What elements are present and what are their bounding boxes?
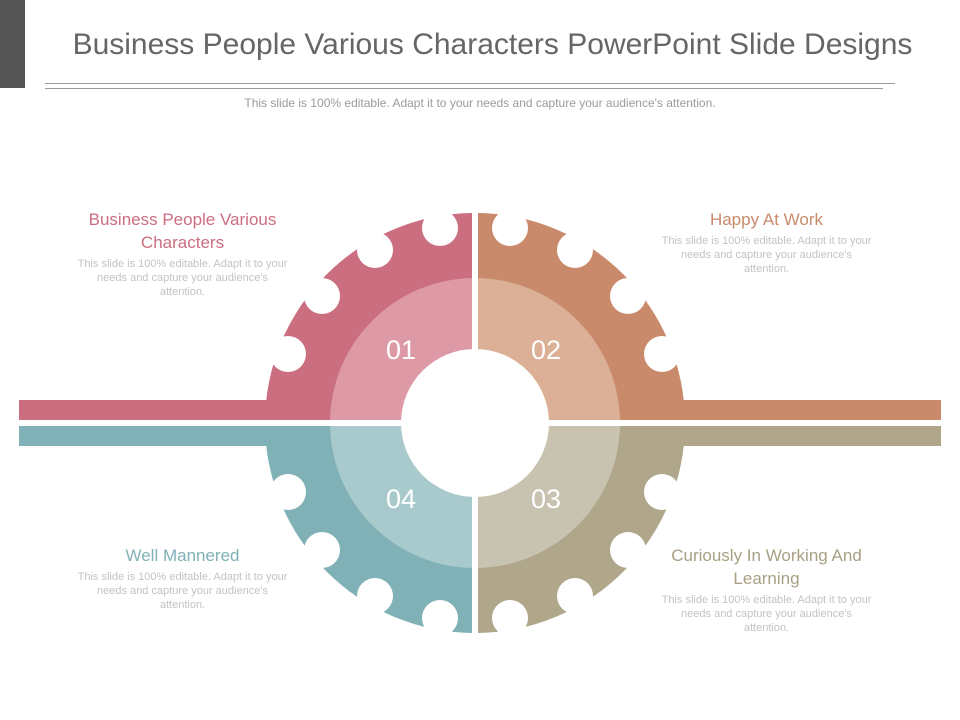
page-title: Business People Various Characters Power… [72,28,913,61]
segment-number-04: 04 [386,484,416,514]
title-rule-bottom [45,88,883,89]
heading-02: Happy At Work [709,210,824,229]
page-subtitle: This slide is 100% editable. Adapt it to… [244,96,716,110]
text-block-01: Business People Various Characters This … [65,208,300,299]
title-rule-top [45,83,895,84]
corner-accent-bar [0,0,25,88]
segment-number-01: 01 [386,335,416,365]
description-03: This slide is 100% editable. Adapt it to… [661,594,872,634]
text-block-03: Curiously In Working And Learning This s… [649,544,884,635]
description-02: This slide is 100% editable. Adapt it to… [661,235,872,275]
heading-04: Well Mannered [125,546,240,565]
text-block-02: Happy At Work This slide is 100% editabl… [649,208,884,276]
segment-number-03: 03 [531,484,561,514]
heading-01: Business People Various Characters [88,210,277,252]
text-block-04: Well Mannered This slide is 100% editabl… [65,544,300,612]
description-04: This slide is 100% editable. Adapt it to… [77,571,288,611]
segment-number-02: 02 [531,335,561,365]
heading-03: Curiously In Working And Learning [671,546,862,588]
description-01: This slide is 100% editable. Adapt it to… [77,258,288,298]
gear-center-hole [401,349,549,497]
